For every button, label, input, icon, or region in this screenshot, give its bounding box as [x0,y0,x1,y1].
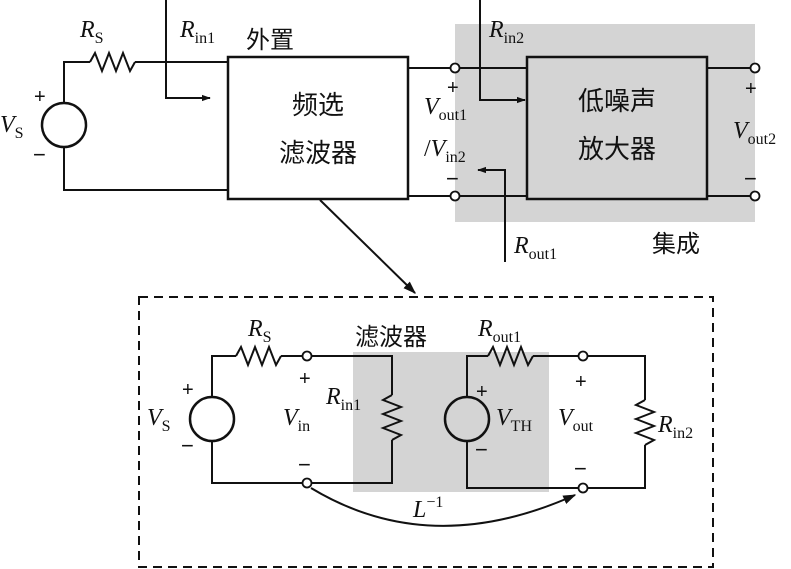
detail-source-vs [188,395,236,443]
detail-resistor-rin2 [633,399,657,446]
vout2-label: Vout2 [733,118,776,148]
terminal-out2-minus [749,190,761,202]
detail-vs-plus: + [182,379,194,401]
detail-terminal-in-plus [301,350,313,362]
resistor-rs [89,50,136,74]
detail-vth-label: VTH [496,405,532,435]
lna-block-line2: 放大器 [578,135,656,165]
rin1-arrow [165,0,211,102]
filter-block-line1: 频选 [292,91,344,121]
detail-resistor-rout1 [487,344,534,368]
terminal-out1-minus [449,190,461,202]
external-label: 外置 [246,26,294,54]
integrated-region [455,24,755,222]
terminal-out2-plus [749,62,761,74]
vs-plus: + [34,86,46,108]
out2-minus: − [744,166,757,191]
filter-block [226,55,410,201]
vin2-label: /Vin2 [424,136,466,166]
vout1-label: Vout1 [424,94,467,124]
rout1-label: Rout1 [513,233,557,263]
vs-label: VS [0,112,24,142]
wire-top-left [63,61,90,103]
detail-box [138,296,714,568]
detail-wire-to-rin2-top [587,355,646,400]
detail-wire-left-top [211,355,236,397]
wire-bottom-left [63,147,228,191]
detail-rs-label: RS [247,316,272,346]
detail-wire-rin2-bottom [587,445,646,489]
detail-wire-vth-top [466,355,488,397]
rout1-arrow [477,166,506,262]
detail-wire-to-rin1-top [311,355,393,395]
out2-plus: + [745,78,757,100]
source-vs [40,101,88,149]
detail-wire-left-bottom [211,441,303,484]
out1-minus: − [446,166,459,191]
detail-resistor-rin1 [380,394,404,441]
detail-terminal-in-minus [301,477,313,489]
detail-rin1-label: Rin1 [325,384,361,414]
detail-pointer-arrow [319,199,416,294]
detail-vout-label: Vout [558,405,594,435]
out1-plus: + [447,77,459,99]
filter-shaded-region [353,352,549,492]
detail-out-plus: + [575,371,587,393]
vs-minus: − [33,142,46,167]
detail-rin2-label: Rin2 [657,412,693,442]
detail-in-minus: − [298,452,311,477]
detail-rout1-label: Rout1 [477,316,521,346]
detail-vin-label: Vin [283,405,310,435]
rin2-arrow [479,0,526,104]
detail-out-minus: − [574,456,587,481]
detail-vs-label: VS [147,405,171,435]
terminal-out1-plus [449,62,461,74]
rin2-label: Rin2 [488,17,524,47]
lna-block-line1: 低噪声 [578,87,656,117]
detail-wire-vth-bottom [466,441,579,489]
detail-filter-label: 滤波器 [355,323,427,351]
lna-block [525,55,709,201]
detail-vs-minus: − [181,433,194,458]
loss-curve-arrow [310,487,577,527]
detail-vth-plus: + [476,381,488,403]
rin1-label: Rin1 [179,17,215,47]
detail-in-plus: + [299,368,311,390]
detail-resistor-rs [235,344,282,368]
detail-wire-rin1-bottom [311,440,393,484]
rs-label: RS [79,17,104,47]
integrated-label: 集成 [652,230,700,258]
detail-vth-minus: − [475,437,488,462]
loss-label: L−1 [412,494,443,523]
detail-terminal-out-plus [577,350,589,362]
filter-block-line2: 滤波器 [279,139,357,169]
detail-terminal-out-minus [577,482,589,494]
